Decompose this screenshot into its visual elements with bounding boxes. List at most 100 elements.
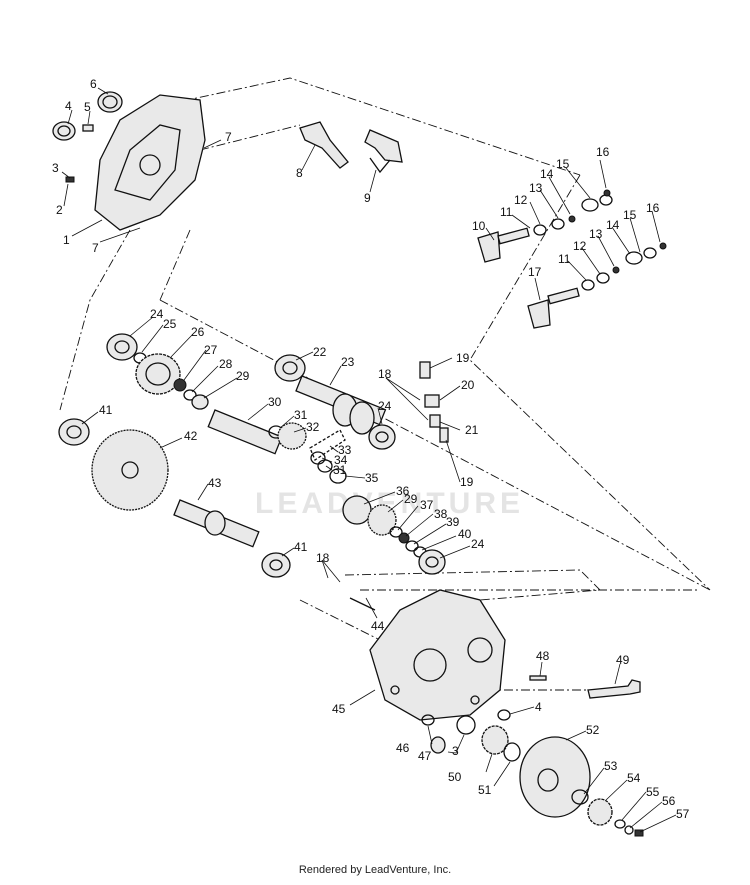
callout-43: 43 bbox=[208, 476, 222, 490]
callout-50: 50 bbox=[448, 770, 462, 784]
callout-12: 12 bbox=[514, 193, 528, 207]
gear-26 bbox=[135, 353, 181, 395]
callout-29: 29 bbox=[404, 492, 418, 506]
callout-30: 30 bbox=[268, 395, 282, 409]
pin-44 bbox=[349, 597, 376, 611]
callout-23: 23 bbox=[341, 355, 355, 369]
bearing-24-right bbox=[418, 549, 446, 575]
oil-seal-4 bbox=[52, 121, 76, 141]
callout-9: 9 bbox=[364, 191, 371, 205]
callout-14: 14 bbox=[540, 167, 554, 181]
shift-shaft-17 bbox=[527, 287, 580, 329]
shift-rail-assy bbox=[419, 361, 449, 443]
shaft-43 bbox=[173, 499, 260, 548]
bearing-41-left bbox=[58, 418, 90, 446]
callout-56: 56 bbox=[662, 794, 676, 808]
callout-5: 5 bbox=[84, 100, 91, 114]
callout-15: 15 bbox=[556, 157, 570, 171]
collar-27 bbox=[173, 378, 187, 392]
washer-46 bbox=[421, 714, 435, 726]
callout-18: 18 bbox=[378, 367, 392, 381]
washer-set-upper bbox=[533, 189, 613, 236]
callout-13: 13 bbox=[529, 181, 543, 195]
callout-57: 57 bbox=[676, 807, 690, 821]
callout-10: 10 bbox=[472, 219, 486, 233]
bolt-57 bbox=[634, 829, 644, 837]
callout-28: 28 bbox=[219, 357, 233, 371]
cap-47 bbox=[430, 736, 446, 754]
callout-16: 16 bbox=[646, 201, 660, 215]
bearing-6 bbox=[97, 91, 123, 113]
washer-56 bbox=[624, 825, 634, 835]
shift-fork-8 bbox=[299, 121, 349, 169]
callout-7: 7 bbox=[92, 241, 99, 255]
callout-24: 24 bbox=[150, 307, 164, 321]
callout-53: 53 bbox=[604, 759, 618, 773]
callout-52: 52 bbox=[586, 723, 600, 737]
callout-33: 33 bbox=[338, 443, 352, 457]
callout-51: 51 bbox=[478, 783, 492, 797]
gear-42 bbox=[91, 429, 169, 511]
pin-5 bbox=[82, 124, 94, 132]
spacer-29 bbox=[191, 394, 209, 410]
callout-13: 13 bbox=[589, 227, 603, 241]
ring-31-lower bbox=[317, 459, 333, 473]
footer-credit: Rendered by LeadVenture, Inc. bbox=[298, 864, 452, 876]
callout-40: 40 bbox=[458, 527, 472, 541]
callout-42: 42 bbox=[184, 429, 198, 443]
gear-29-lower bbox=[367, 504, 397, 536]
callout-8: 8 bbox=[296, 166, 303, 180]
assembly-guide-lines bbox=[59, 77, 711, 691]
bearing-41-right bbox=[261, 552, 291, 578]
callout-26: 26 bbox=[191, 325, 205, 339]
callout-31: 31 bbox=[294, 408, 308, 422]
callout-3: 3 bbox=[52, 161, 59, 175]
callout-44: 44 bbox=[371, 619, 385, 633]
callout-labels: 6 4 5 7 8 9 3 2 1 7 16 15 14 13 12 11 10… bbox=[52, 77, 690, 821]
callout-34: 34 bbox=[334, 453, 348, 467]
shaft-49 bbox=[587, 679, 641, 699]
callout-19: 19 bbox=[456, 351, 470, 365]
callout-37: 37 bbox=[420, 498, 434, 512]
pulley-52 bbox=[519, 736, 591, 818]
callout-41: 41 bbox=[99, 403, 113, 417]
bearing-24-mid bbox=[368, 424, 396, 450]
bearing-24-left bbox=[106, 333, 138, 361]
callout-29: 29 bbox=[236, 369, 250, 383]
callout-24: 24 bbox=[471, 537, 485, 551]
callout-49: 49 bbox=[616, 653, 630, 667]
callout-3: 3 bbox=[452, 744, 459, 758]
lower-housing-45 bbox=[369, 589, 506, 721]
spacer-53 bbox=[571, 789, 589, 805]
callout-38: 38 bbox=[434, 507, 448, 521]
callout-55: 55 bbox=[646, 785, 660, 799]
callout-21: 21 bbox=[465, 423, 479, 437]
bolt-3 bbox=[65, 176, 75, 183]
callout-7: 7 bbox=[225, 130, 232, 144]
callout-19: 19 bbox=[460, 475, 474, 489]
shaft-23 bbox=[295, 375, 387, 435]
callout-27: 27 bbox=[204, 343, 218, 357]
shaft-30 bbox=[207, 409, 283, 455]
ring-51 bbox=[503, 742, 521, 762]
pin-48 bbox=[529, 675, 547, 681]
callout-22: 22 bbox=[313, 345, 327, 359]
collar-3-lower bbox=[456, 715, 476, 735]
callout-31: 31 bbox=[333, 463, 347, 477]
washer-55 bbox=[614, 819, 626, 829]
callout-2: 2 bbox=[56, 203, 63, 217]
callout-25: 25 bbox=[163, 317, 177, 331]
callout-11: 11 bbox=[500, 205, 513, 219]
shift-fork-9 bbox=[364, 129, 403, 174]
callout-17: 17 bbox=[528, 265, 542, 279]
callout-48: 48 bbox=[536, 649, 550, 663]
callout-4: 4 bbox=[65, 99, 72, 113]
callout-14: 14 bbox=[606, 218, 620, 232]
washer-set-lower bbox=[581, 242, 667, 291]
callout-15: 15 bbox=[623, 208, 637, 222]
sprocket-54 bbox=[587, 798, 613, 826]
callout-24: 24 bbox=[378, 399, 392, 413]
callout-18: 18 bbox=[316, 551, 330, 565]
bearing-22 bbox=[274, 354, 306, 382]
